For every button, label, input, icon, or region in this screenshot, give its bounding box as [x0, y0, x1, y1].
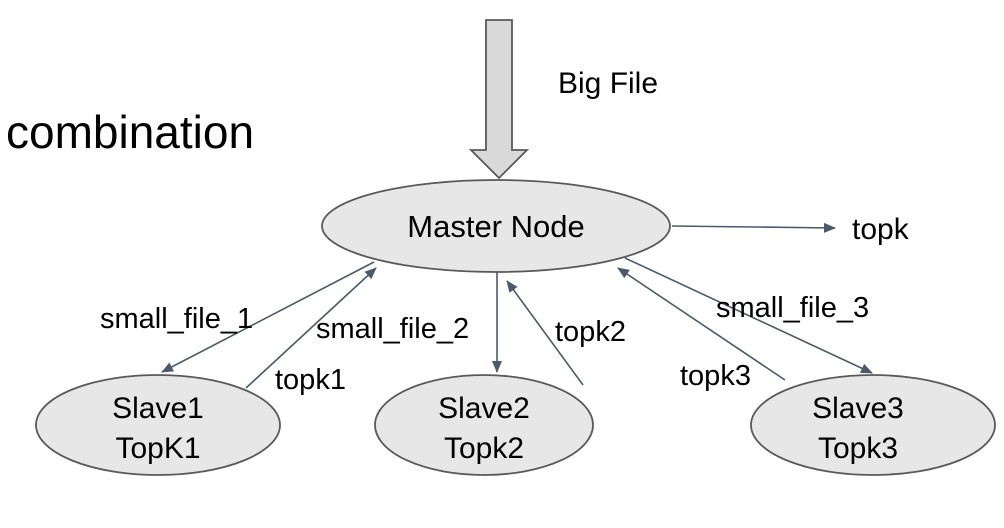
slave1-result: TopK1: [115, 432, 200, 465]
return-label-slave3: topk3: [680, 360, 751, 392]
return-arrow-slave3: [617, 267, 786, 381]
slave2-name: Slave2: [438, 392, 530, 425]
slave1-node: [35, 374, 281, 476]
send-arrow-slave3: [624, 257, 873, 374]
send-arrow-slave1: [161, 261, 375, 373]
return-arrow-slave2: [506, 280, 584, 386]
output-arrow: [671, 222, 836, 233]
send-label-slave3: small_file_3: [716, 292, 869, 324]
slave3-name: Slave3: [812, 392, 904, 425]
return-label-slave2: topk2: [555, 316, 626, 348]
slave3-node: [750, 374, 996, 476]
master-node-label: Master Node: [407, 209, 584, 244]
big-file-input-arrow: [468, 19, 530, 180]
master-node: [321, 179, 671, 273]
slave3-result: Topk3: [818, 432, 898, 465]
slave2-result: Topk2: [444, 432, 524, 465]
diagram-title: combination: [6, 106, 254, 158]
return-arrow-slave1: [245, 267, 377, 389]
slave1-name: Slave1: [112, 392, 204, 425]
slave2-node: [374, 374, 594, 476]
send-label-slave2: small_file_2: [316, 313, 469, 345]
big-file-label: Big File: [558, 67, 658, 100]
send-label-slave1: small_file_1: [100, 303, 253, 335]
output-label: topk: [852, 213, 910, 246]
return-label-slave1: topk1: [275, 364, 346, 396]
